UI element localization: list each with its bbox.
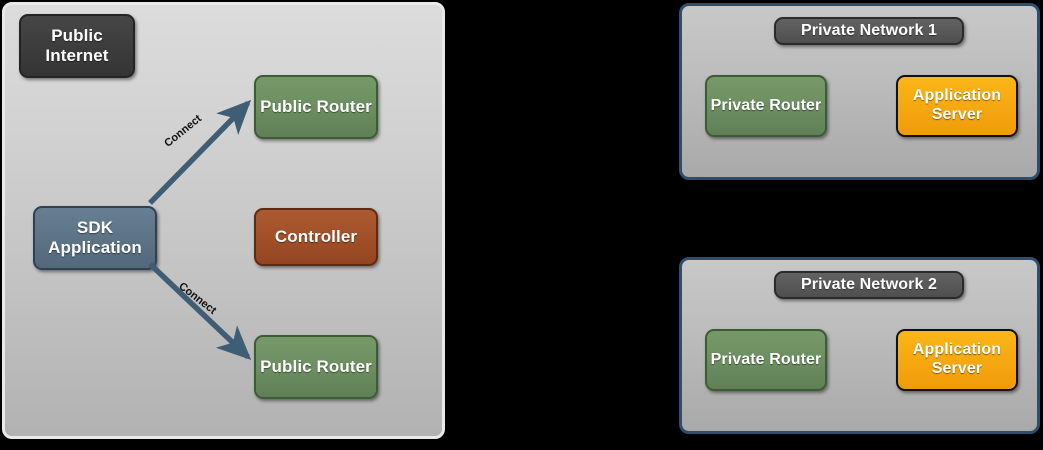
node-public-router-bottom-label: Public Router — [260, 357, 372, 377]
node-controller-label: Controller — [274, 227, 358, 247]
private-network-2-title-text: Private Network 2 — [801, 275, 937, 293]
private-network-1-title-box: Private Network 1 — [774, 17, 964, 45]
node-private-router-2[interactable]: Private Router — [705, 329, 827, 391]
node-application-server-2-label: Application Server — [912, 341, 1002, 377]
node-sdk-application-label: SDK Application — [48, 218, 142, 257]
private-network-1-title-text: Private Network 1 — [801, 21, 937, 39]
public-internet-label-text: Public Internet — [45, 26, 109, 65]
node-public-router-top[interactable]: Public Router — [254, 75, 378, 139]
node-public-router-bottom[interactable]: Public Router — [254, 335, 378, 399]
node-public-router-top-label: Public Router — [260, 97, 372, 117]
node-sdk-application[interactable]: SDK Application — [33, 206, 157, 270]
public-internet-label-box: Public Internet — [19, 14, 135, 78]
node-private-router-2-label: Private Router — [710, 350, 822, 368]
private-network-2-panel: Private Network 2 Private Router Applica… — [679, 257, 1040, 434]
node-application-server-1-label: Application Server — [912, 87, 1002, 123]
private-network-1-panel: Private Network 1 Private Router Applica… — [679, 3, 1040, 180]
node-private-router-1[interactable]: Private Router — [705, 75, 827, 137]
node-application-server-2[interactable]: Application Server — [896, 329, 1018, 391]
node-private-router-1-label: Private Router — [710, 96, 822, 114]
public-internet-panel: Public Internet Public Router SDK Applic… — [2, 2, 445, 439]
node-controller[interactable]: Controller — [254, 208, 378, 266]
private-network-2-title-box: Private Network 2 — [774, 271, 964, 299]
node-application-server-1[interactable]: Application Server — [896, 75, 1018, 137]
